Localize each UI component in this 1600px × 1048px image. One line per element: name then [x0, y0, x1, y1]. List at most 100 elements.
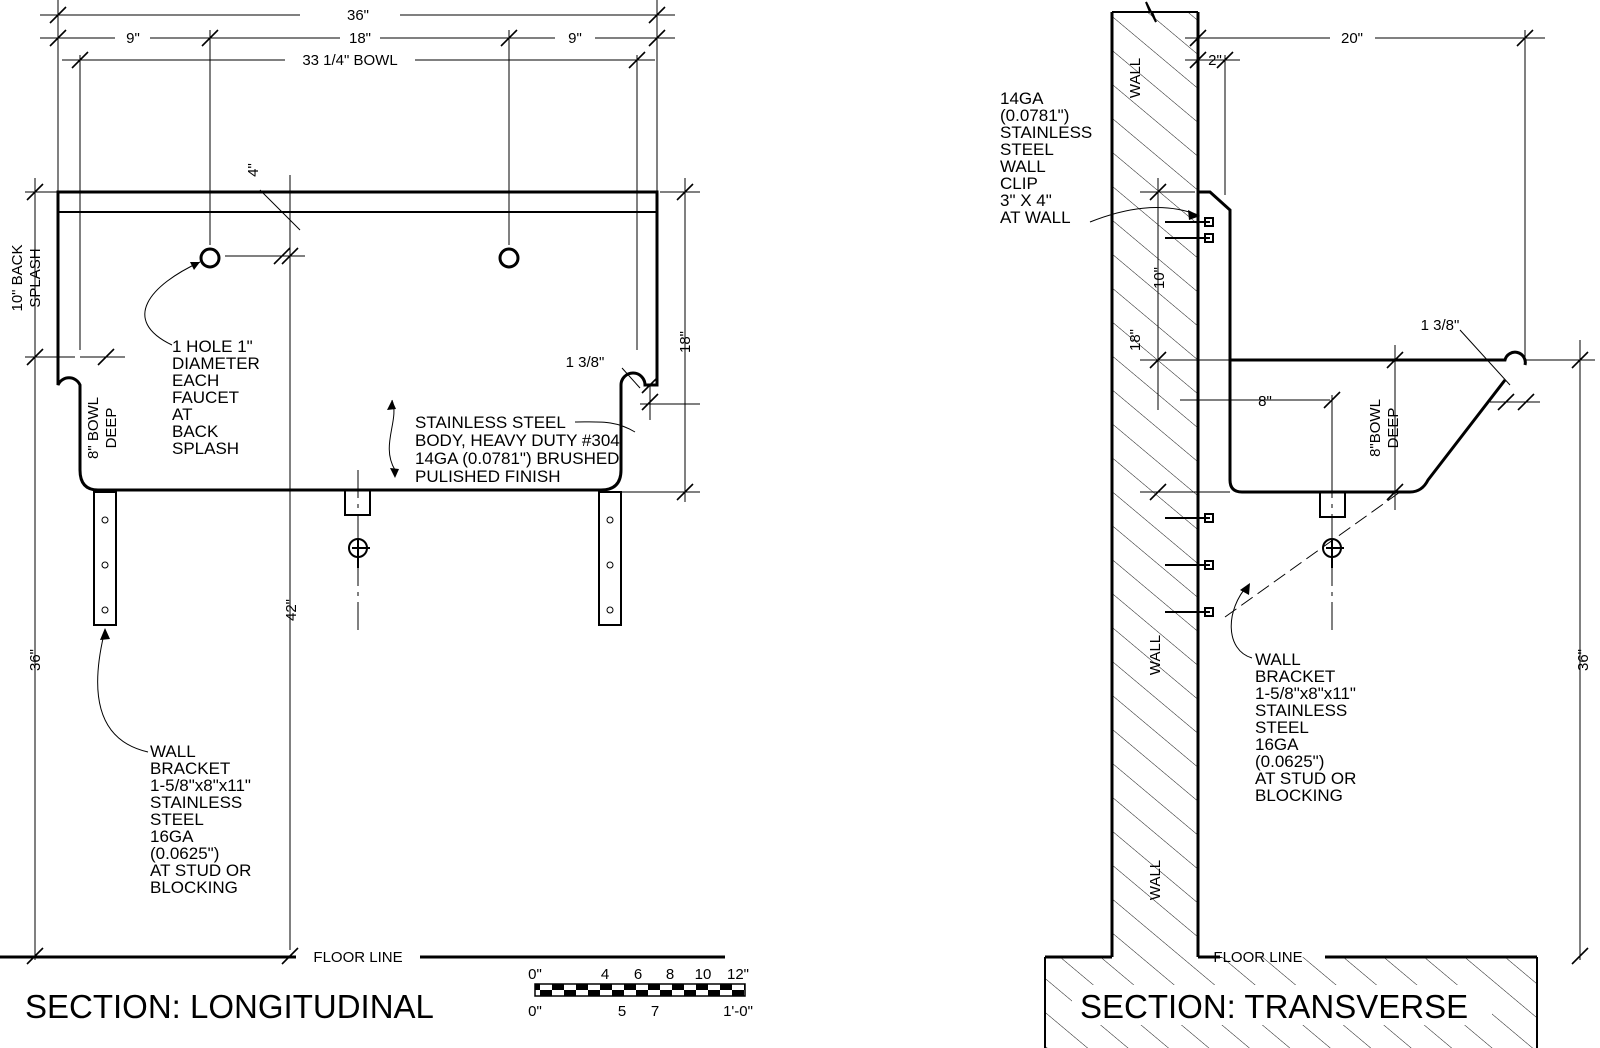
faucet-note-line-2: DIAMETER [172, 354, 260, 373]
wall-clip-note: 14GA (0.0781") STAINLESS STEEL WALL CLIP… [1000, 89, 1200, 227]
faucet-note-line-5: AT [172, 405, 192, 424]
tbracket-note-line-3: 1-5/8"x8"x11" [1255, 684, 1356, 703]
dim-rim-label: 1 3/8" [566, 354, 605, 371]
clip-note-line-3: STAINLESS [1000, 123, 1092, 142]
clip-note-line-8: AT WALL [1000, 208, 1071, 227]
dim-rim: 1 3/8" [566, 354, 659, 420]
faucet-note-line-1: 1 HOLE 1" [172, 337, 253, 356]
dim-transverse-vertical: 10" 18" [1127, 178, 1330, 501]
clip-note-line-7: 3" X 4" [1000, 191, 1052, 210]
wall-screws [1165, 217, 1214, 617]
wall-label-middle: WALL [1147, 635, 1164, 675]
bracket-note-line-6: 16GA [150, 827, 194, 846]
bracket-note-line-1: WALL [150, 742, 196, 761]
dim-height-18-label: 18" [1127, 329, 1144, 351]
clip-note-line-5: WALL [1000, 157, 1046, 176]
scale-bar: 0" 4 6 8 10 12" 0" 5 7 1'-0" [528, 966, 753, 1020]
scale-top-12: 12" [727, 966, 749, 983]
transverse-title: SECTION: TRANSVERSE [1080, 988, 1468, 1025]
faucet-hole-right [498, 247, 520, 269]
bracket-note-line-9: BLOCKING [150, 878, 238, 897]
dim-right-offset-label: 9" [568, 30, 582, 47]
dim-bowl-deep: 8" BOWL DEEP [80, 348, 125, 459]
dim-hole-offset-label: 4" [245, 163, 262, 177]
bracket-note-line-4: STAINLESS [150, 793, 242, 812]
scale-bottom-7: 7 [651, 1003, 659, 1020]
bracket-note-line-8: AT STUD OR [150, 861, 251, 880]
dim-splash-height-label: 10" [1151, 267, 1168, 289]
dim-transverse-rim: 1 3/8" [1421, 317, 1540, 411]
bracket-note-line-5: STEEL [150, 810, 204, 829]
transverse-title-backdrop [1072, 985, 1492, 1025]
clip-note-line-4: STEEL [1000, 140, 1054, 159]
dim-back-splash-label-line1: 10" BACK [9, 244, 26, 311]
transverse-bracket-note: WALL BRACKET 1-5/8"x8"x11" STAINLESS STE… [1230, 583, 1356, 805]
dim-transverse-height-36: 36" [1525, 340, 1595, 965]
wall-label-bottom: WALL [1147, 860, 1164, 900]
longitudinal-sink-body [56, 190, 659, 492]
transverse-section: WALL WALL WALL FLOOR LINE [1000, 1, 1595, 1048]
transverse-floor-line-label: FLOOR LINE [1213, 949, 1302, 966]
dim-bowl-deep-line1: 8" BOWL [85, 397, 102, 459]
faucet-note-line-3: EACH [172, 371, 219, 390]
dim-height-36-label: 36" [27, 649, 44, 671]
dim-transverse-rim-label: 1 3/8" [1421, 317, 1460, 334]
wall-and-floor: WALL WALL WALL FLOOR LINE [1044, 1, 1538, 1048]
tbracket-note-line-8: AT STUD OR [1255, 769, 1356, 788]
dim-transverse-bowl-deep-line2: DEEP [1385, 408, 1402, 449]
wall-label-top: WALL [1127, 58, 1144, 98]
dim-depth-label: 20" [1341, 30, 1363, 47]
faucet-note-line-7: SPLASH [172, 439, 239, 458]
dim-transverse-bowl-deep-line1: 8"BOWL [1367, 399, 1384, 457]
body-note-line-4: PULISHED FINISH [415, 467, 560, 486]
tbracket-note-line-2: BRACKET [1255, 667, 1335, 686]
faucet-note-line-6: BACK [172, 422, 219, 441]
tbracket-note-line-6: 16GA [1255, 735, 1299, 754]
dim-depth: 20" 2" [1185, 29, 1545, 360]
dim-transverse-bowl-deep: 8"BOWL DEEP [1367, 345, 1404, 510]
dim-height-42-label: 42" [283, 599, 300, 621]
scale-top-0: 0" [528, 966, 542, 983]
dim-clip-offset-label: 2" [1208, 52, 1222, 69]
longitudinal-floor-line: FLOOR LINE [0, 949, 725, 966]
scale-bottom-5: 5 [618, 1003, 626, 1020]
clip-note-line-1: 14GA [1000, 89, 1044, 108]
bracket-note-line-3: 1-5/8"x8"x11" [150, 776, 251, 795]
dim-bowl-deep-line2: DEEP [103, 408, 120, 449]
scale-top-10: 10 [695, 966, 712, 983]
dim-bowl-width: 33 1/4" BOWL [62, 51, 655, 69]
bracket-note-line-7: (0.0625") [150, 844, 219, 863]
dim-back-splash-label-line2: SPLASH [27, 248, 44, 307]
dim-left-offset-label: 9" [126, 30, 140, 47]
clip-note-line-2: (0.0781") [1000, 106, 1069, 125]
dim-drain-offset: 8" [1258, 391, 1341, 470]
faucet-hole-note: 1 HOLE 1" DIAMETER EACH FAUCET AT BACK S… [144, 261, 260, 458]
dim-overall-width-label: 36" [347, 7, 369, 24]
clip-note-line-6: CLIP [1000, 174, 1038, 193]
scale-top-6: 6 [634, 966, 642, 983]
dim-height-right-label: 18" [677, 331, 694, 353]
tbracket-note-line-1: WALL [1255, 650, 1301, 669]
faucet-note-line-4: FAUCET [172, 388, 239, 407]
dim-bowl-width-label: 33 1/4" BOWL [302, 52, 397, 69]
bracket-note-line-2: BRACKET [150, 759, 230, 778]
scale-top-4: 4 [601, 966, 609, 983]
dim-height-right: 18" [610, 178, 700, 502]
body-note-line-1: STAINLESS STEEL [415, 413, 566, 432]
longitudinal-section: 36" 9" 18" 9" 33 1/4" BOWL [0, 0, 725, 1025]
dim-faucet-spacing: 9" 18" 9" [40, 29, 675, 47]
longitudinal-right-bracket [598, 491, 622, 626]
dim-hole-offset: 4" [225, 163, 305, 265]
faucet-hole-left [199, 247, 221, 269]
dim-transverse-height-36-label: 36" [1575, 649, 1592, 671]
body-note-line-3: 14GA (0.0781") BRUSHED [415, 449, 619, 468]
longitudinal-title: SECTION: LONGITUDINAL [25, 988, 434, 1025]
body-note-line-2: BODY, HEAVY DUTY #304 [415, 431, 620, 450]
tbracket-note-line-9: BLOCKING [1255, 786, 1343, 805]
body-material-note: STAINLESS STEEL BODY, HEAVY DUTY #304 14… [387, 399, 636, 486]
dim-drain-offset-label: 8" [1258, 393, 1272, 410]
scale-bottom-0: 0" [528, 1003, 542, 1020]
longitudinal-bracket-note: WALL BRACKET 1-5/8"x8"x11" STAINLESS STE… [97, 628, 251, 897]
scale-bottom-1ft: 1'-0" [723, 1003, 753, 1020]
